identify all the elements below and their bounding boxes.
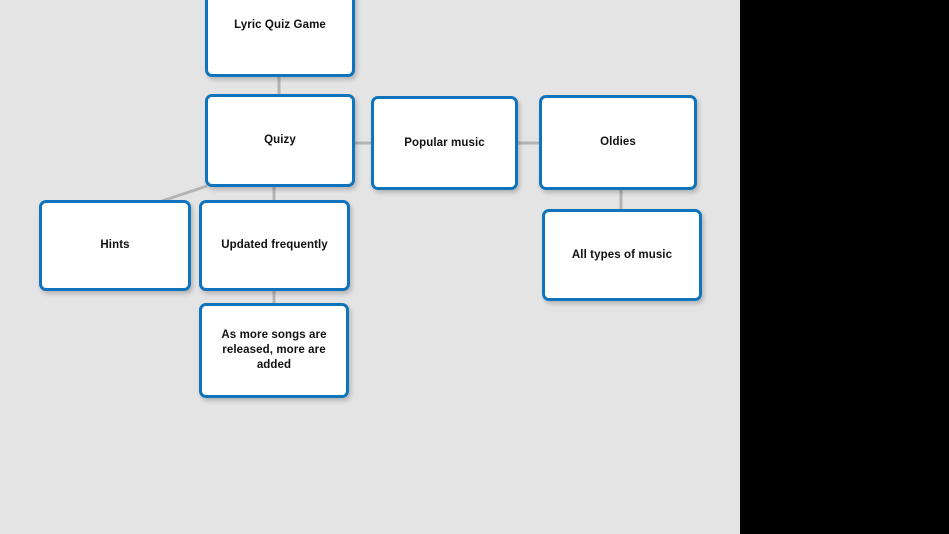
black-panel	[740, 0, 949, 534]
diagram-canvas[interactable]: Lyric Quiz Game Quizy Popular music Oldi…	[0, 0, 740, 534]
node-oldies[interactable]: Oldies	[539, 95, 697, 190]
node-hints[interactable]: Hints	[39, 200, 191, 291]
node-all-types-of-music[interactable]: All types of music	[542, 209, 702, 301]
node-label: As more songs are released, more are add…	[221, 329, 327, 371]
node-popular-music[interactable]: Popular music	[371, 96, 518, 190]
node-updated-frequently[interactable]: Updated frequently	[199, 200, 350, 291]
node-label: Popular music	[404, 136, 485, 149]
node-label: Hints	[100, 239, 130, 252]
node-label: Oldies	[600, 136, 636, 149]
node-quizy[interactable]: Quizy	[205, 94, 355, 187]
node-as-more-songs-released[interactable]: As more songs are released, more are add…	[199, 303, 349, 398]
node-label: Quizy	[264, 134, 296, 147]
connector-quizy-hints	[161, 184, 208, 203]
node-label: All types of music	[571, 248, 673, 261]
node-label: Lyric Quiz Game	[234, 18, 326, 31]
node-lyric-quiz-game[interactable]: Lyric Quiz Game	[205, 0, 355, 77]
node-label: Updated frequently	[221, 239, 328, 252]
